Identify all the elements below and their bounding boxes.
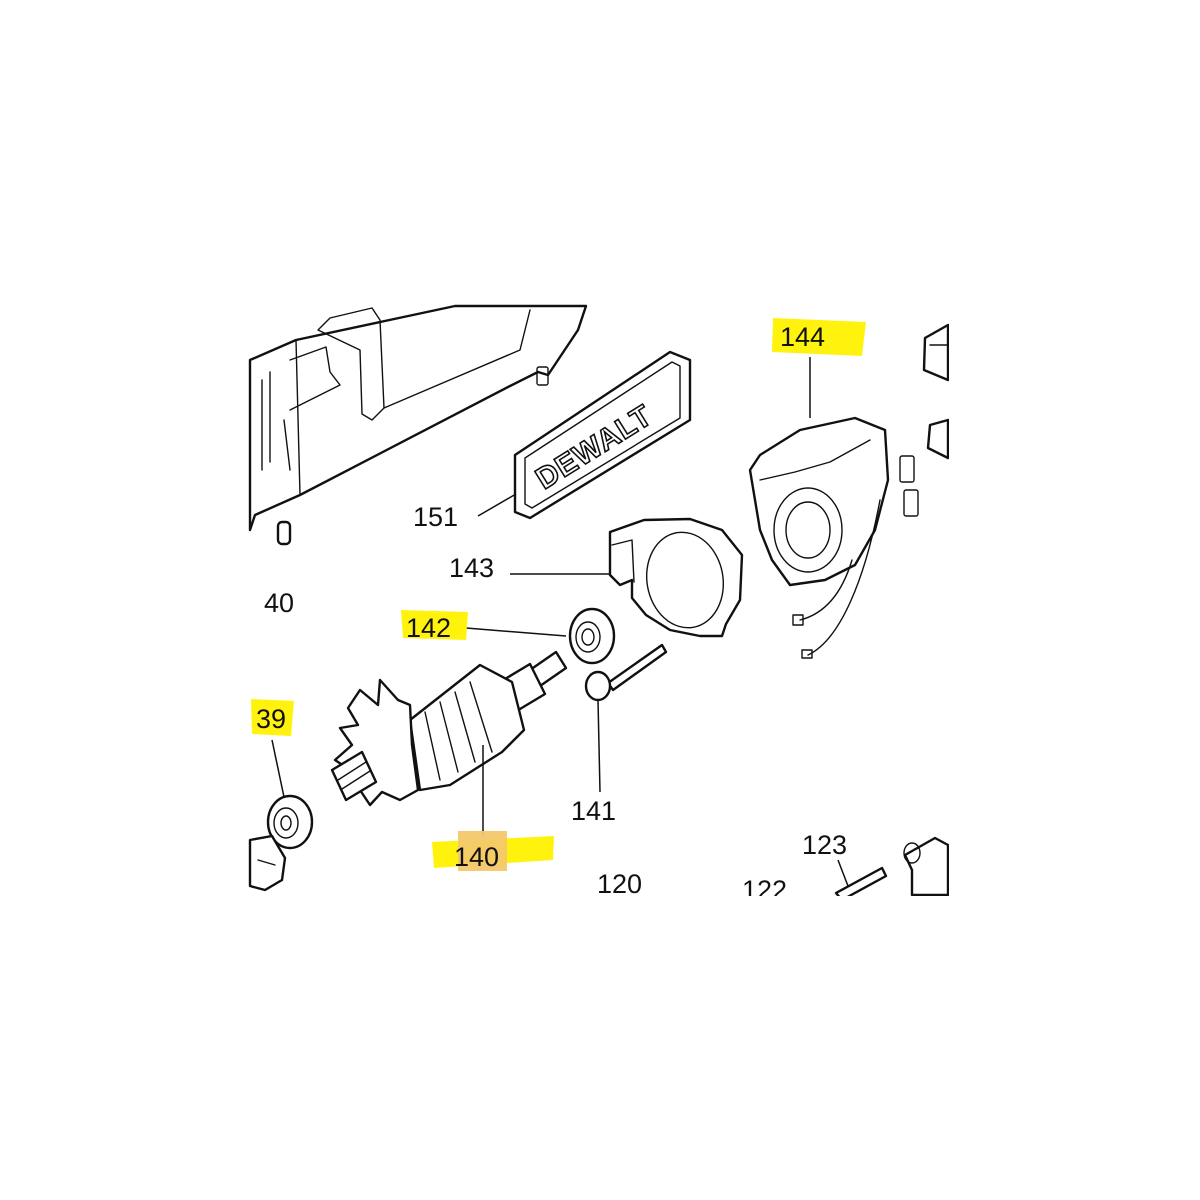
brush-plate-143 [608,517,744,638]
leader-lines [271,357,849,887]
crop-mask-right [949,300,1200,900]
bottom-right-bracket [903,836,950,897]
housing-pin [536,366,549,386]
label-highlights [251,318,866,871]
armature-140 [330,650,568,807]
highlight-39 [251,699,294,736]
pin-40 [276,520,292,546]
crop-mask [0,896,1200,1200]
label-123[interactable]: 123 [802,830,847,860]
label-120[interactable]: 120 [597,869,642,899]
label-144[interactable]: 144 [780,322,825,352]
bearing-142 [568,607,616,665]
highlight-142 [401,610,468,640]
right-edge-parts [922,323,950,460]
bottom-left-fragment [248,834,287,892]
highlight-144 [772,318,866,356]
motor-housing [248,304,588,532]
label-142[interactable]: 142 [406,613,451,643]
bearing-39 [266,794,314,850]
label-141[interactable]: 141 [571,796,616,826]
screw-141 [584,643,668,702]
label-140[interactable]: 140 [454,842,499,872]
label-151[interactable]: 151 [413,502,458,532]
part-labels: 144 151 143 40 142 39 141 140 123 120 12… [256,322,847,905]
label-39[interactable]: 39 [256,704,286,734]
label-143[interactable]: 143 [449,553,494,583]
dewalt-badge-151: DEWALT [513,350,692,520]
selection-140 [458,831,507,871]
label-40[interactable]: 40 [264,588,294,618]
field-coil-144 [748,416,919,659]
